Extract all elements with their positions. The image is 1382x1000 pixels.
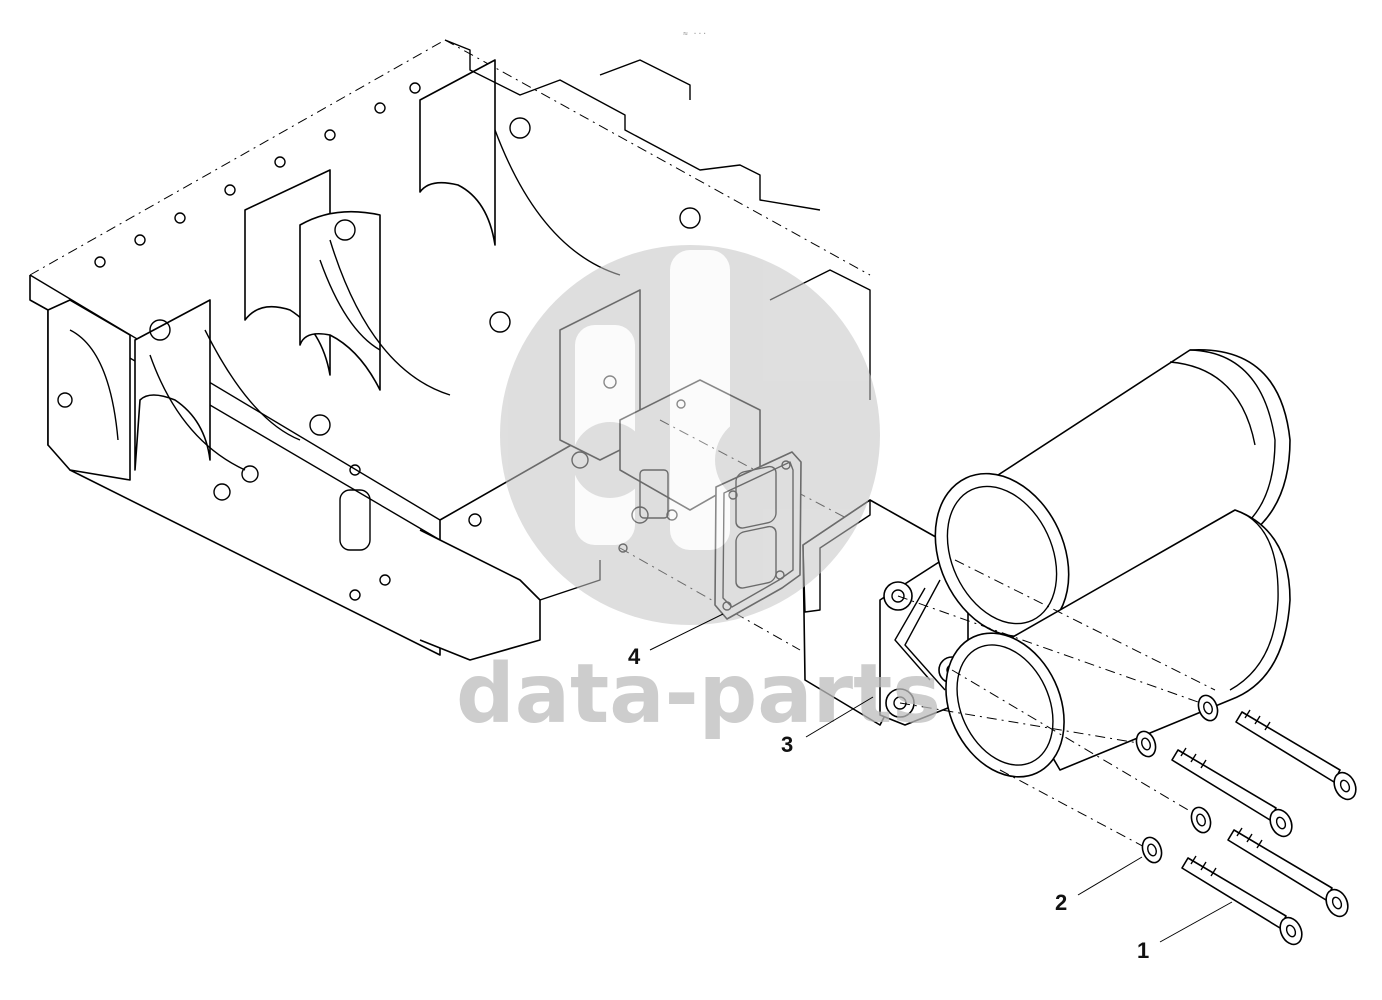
washers-part-2 xyxy=(1135,694,1219,864)
callout-3: 3 xyxy=(781,732,793,757)
leader-lines xyxy=(649,613,1233,943)
callout-1: 1 xyxy=(1137,938,1149,963)
watermark-text: data-parts xyxy=(456,647,941,742)
callout-4: 4 xyxy=(628,644,641,669)
callout-2: 2 xyxy=(1055,890,1067,915)
bolt-centerlines xyxy=(897,559,1216,851)
corner-mark: ≈ ··· xyxy=(683,29,707,38)
filter-canisters xyxy=(934,349,1291,778)
bolts-part-1 xyxy=(1171,709,1357,946)
watermark xyxy=(500,245,880,625)
